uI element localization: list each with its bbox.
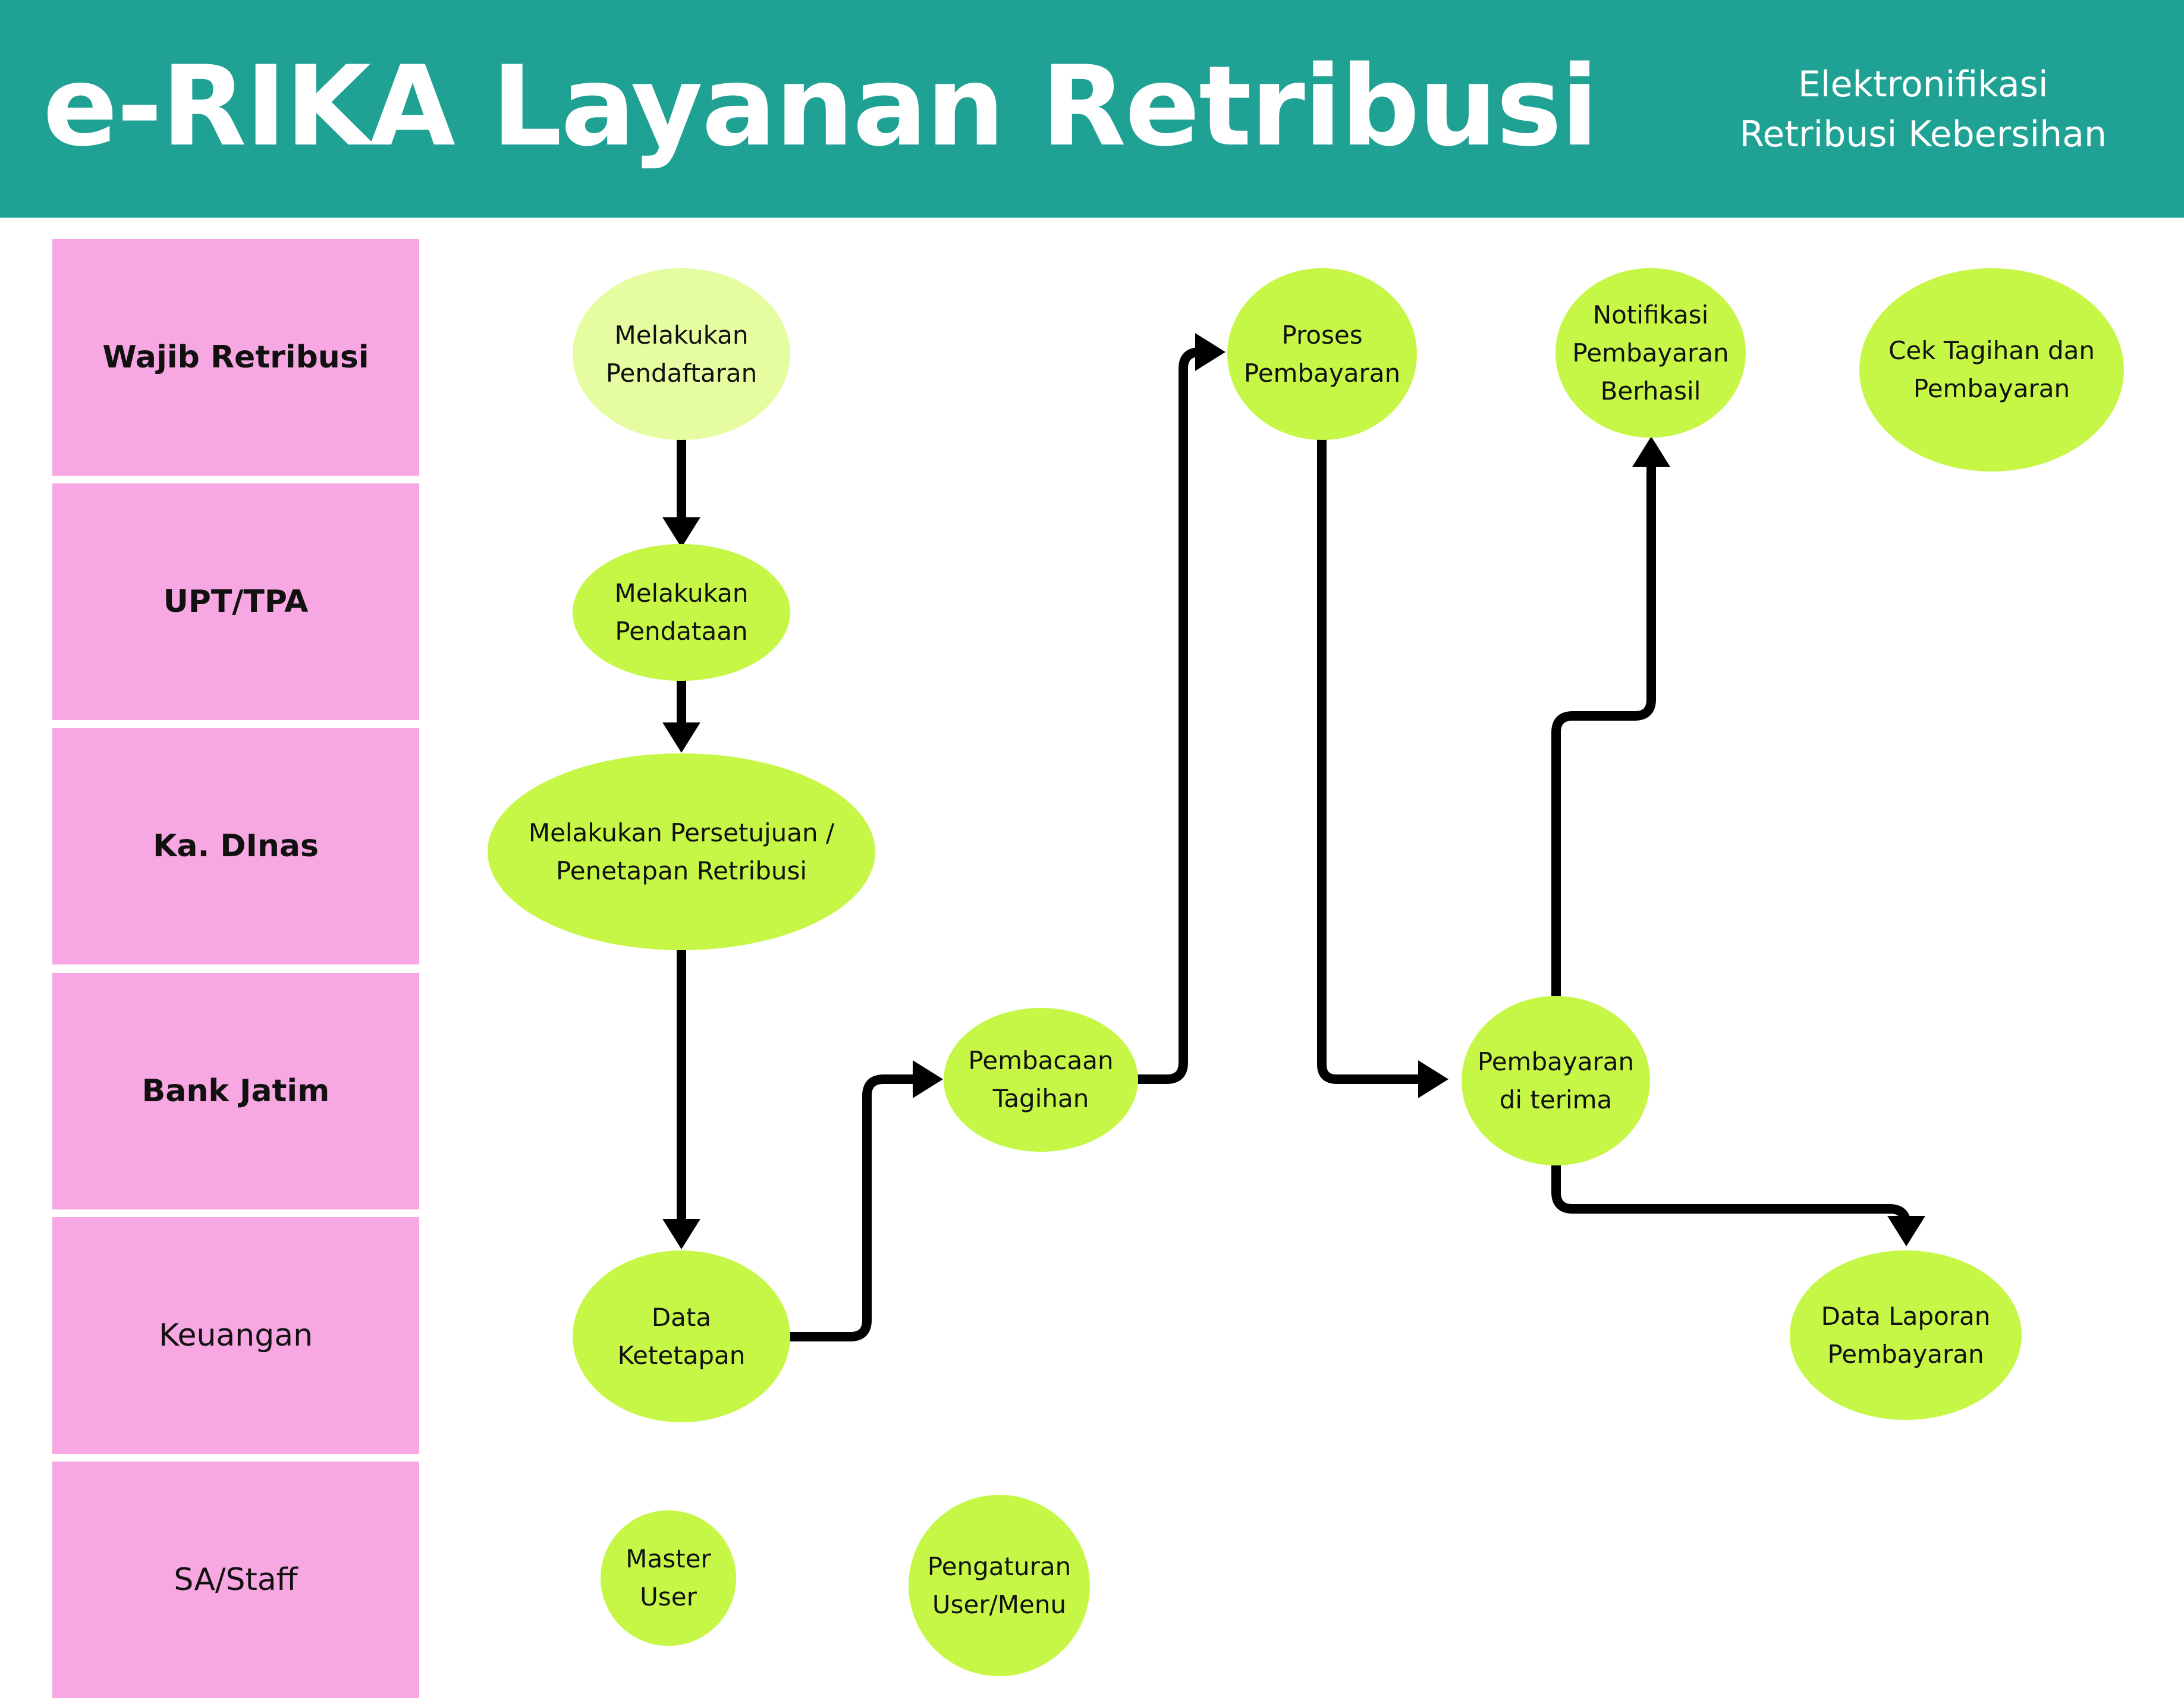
arrow-pembayaran-diterima-to-notifikasi — [1551, 436, 1670, 1001]
node-master-user: Master User — [601, 1510, 736, 1646]
arrow-pembacaan-to-proses — [1133, 333, 1225, 1084]
node-persetujuan-penetapan: Melakukan Persetujuan / Penetapan Retrib… — [488, 753, 875, 950]
lane-ka-dinas: Ka. DInas — [52, 728, 419, 964]
node-melakukan-pendaftaran: Melakukan Pendaftaran — [573, 268, 790, 440]
page-title: e-RIKA Layanan Retribusi — [43, 42, 1599, 171]
lane-sa-staff: SA/Staff — [52, 1462, 419, 1698]
node-pembayaran-diterima: Pembayaran di terima — [1462, 996, 1650, 1165]
lane-keuangan: Keuangan — [52, 1217, 419, 1454]
node-data-laporan-pembayaran: Data Laporan Pembayaran — [1790, 1250, 2022, 1420]
node-cek-tagihan-pembayaran: Cek Tagihan dan Pembayaran — [1859, 268, 2124, 472]
page-subtitle: Elektronifikasi Retribusi Kebersihan — [1739, 59, 2107, 159]
node-notifikasi-pembayaran-berhasil: Notifikasi Pembayaran Berhasil — [1555, 268, 1746, 438]
node-data-ketetapan: Data Ketetapan — [573, 1250, 790, 1422]
subtitle-line-2: Retribusi Kebersihan — [1739, 114, 2107, 155]
node-pengaturan-user-menu: Pengaturan User/Menu — [909, 1495, 1090, 1676]
lane-bank-jatim: Bank Jatim — [52, 973, 419, 1209]
arrow-proses-to-pembayaran-diterima — [1317, 435, 1448, 1098]
arrow-pembayaran-diterima-to-laporan — [1551, 1161, 1925, 1246]
node-pembacaan-tagihan: Pembacaan Tagihan — [944, 1008, 1138, 1152]
header-bar: e-RIKA Layanan Retribusi Elektronifikasi… — [0, 0, 2184, 218]
lane-wajib-retribusi: Wajib Retribusi — [52, 239, 419, 476]
node-melakukan-pendataan: Melakukan Pendataan — [573, 544, 790, 681]
lane-upt-tpa: UPT/TPA — [52, 483, 419, 720]
subtitle-line-1: Elektronifikasi — [1798, 64, 2048, 105]
node-proses-pembayaran: Proses Pembayaran — [1227, 268, 1417, 440]
arrow-data-ketetapan-to-pembacaan — [786, 1060, 943, 1341]
